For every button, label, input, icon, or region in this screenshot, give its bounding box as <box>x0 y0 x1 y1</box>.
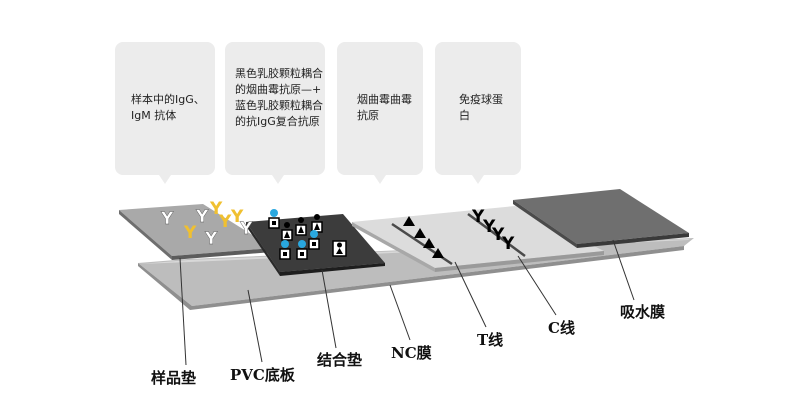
c-line-stripe <box>467 212 526 258</box>
antigen-triangle <box>414 228 426 238</box>
black-latex-particle <box>295 217 307 236</box>
black-latex-particle <box>281 222 293 241</box>
immunoglobulin-y: Y <box>482 217 496 237</box>
immunoglobulin-y: Y <box>501 234 515 254</box>
antibody-yellow: Y <box>230 207 244 227</box>
label-pvc-board: PVC底板 <box>230 366 295 384</box>
label-nc-membrane: NC膜 <box>391 344 432 362</box>
label-t-line: T线 <box>477 331 504 349</box>
label-absorbent-pad: 吸水膜 <box>620 303 666 321</box>
callout-tail <box>159 175 171 184</box>
callout-tail <box>272 175 284 184</box>
callout-text: 烟曲霉曲霉抗原 <box>357 93 412 122</box>
callout-tail <box>472 175 484 184</box>
sample-antibodies: Y Y Y Y Y Y Y Y <box>160 199 253 249</box>
callout-conjugate-reagents: 黑色乳胶颗粒耦合的烟曲霉抗原—+ 蓝色乳胶颗粒耦合的抗IgG复合抗原 <box>225 42 325 184</box>
antibody-yellow: Y <box>183 223 197 243</box>
antigen-triangle <box>403 216 415 226</box>
callout-text: 样本中的IgG、IgM 抗体 <box>131 93 205 122</box>
label-conjugate-pad: 结合垫 <box>317 351 363 369</box>
antigen-triangle <box>423 238 435 248</box>
label-c-line: C线 <box>548 319 575 337</box>
callout-t-line-antigen: 烟曲霉曲霉抗原 <box>337 42 423 184</box>
t-line-antigens <box>403 216 444 258</box>
callout-text: 黑色乳胶颗粒耦合的烟曲霉抗原—+ 蓝色乳胶颗粒耦合的抗IgG复合抗原 <box>235 67 323 128</box>
black-latex-particle <box>332 240 347 257</box>
immunoglobulin-y: Y <box>471 207 485 227</box>
blue-latex-particle <box>268 209 280 229</box>
antibody-yellow: Y <box>209 199 223 219</box>
antibody-white: Y <box>195 207 209 227</box>
conjugate-particles <box>268 209 347 260</box>
blue-latex-particle <box>308 230 320 250</box>
c-line-immunoglobulins: Y Y Y Y <box>471 207 515 254</box>
leader-lines <box>179 239 635 366</box>
blue-latex-particle <box>296 240 308 260</box>
antibody-white: Y <box>204 229 218 249</box>
blue-latex-particle <box>279 240 291 260</box>
antibody-white: Y <box>160 209 174 229</box>
callout-c-line-protein: 免疫球蛋白 <box>435 42 521 184</box>
callout-sample-antibodies: 样本中的IgG、IgM 抗体 <box>115 42 215 184</box>
immunoglobulin-y: Y <box>491 225 505 245</box>
callout-tail <box>374 175 386 184</box>
antibody-white: Y <box>239 219 253 239</box>
antigen-triangle <box>432 248 444 258</box>
label-sample-pad: 样品垫 <box>151 369 197 387</box>
callout-text: 免疫球蛋白 <box>459 93 503 122</box>
sample-pad <box>119 204 273 260</box>
antibody-yellow: Y <box>218 212 232 232</box>
absorbent-pad <box>513 189 689 248</box>
